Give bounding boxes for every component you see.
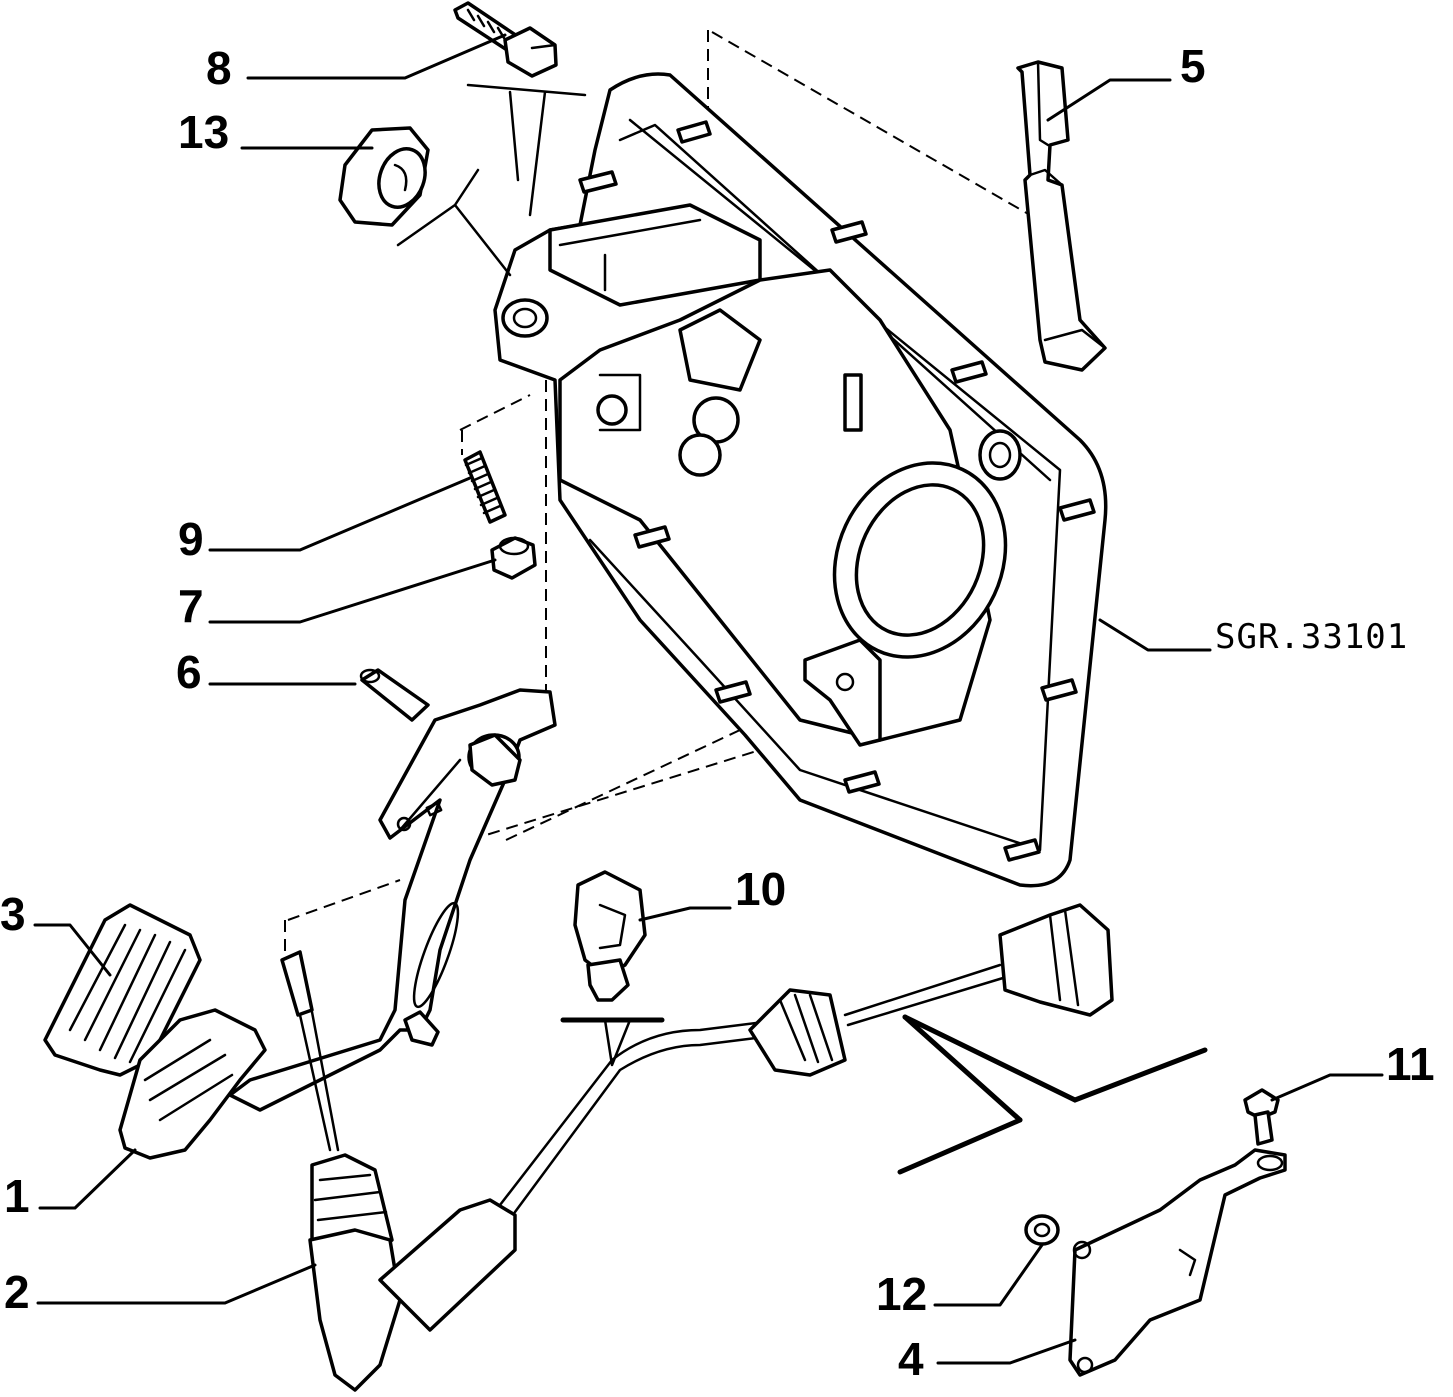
callout-6: 6: [176, 646, 202, 698]
pedal-arm: [228, 688, 557, 1112]
mounting-bracket-icon: [1068, 1148, 1287, 1377]
pedal-switch-icon: [1016, 60, 1107, 372]
pedal-pad-cover-icon: [43, 903, 202, 1077]
pedal-support-bracket: [493, 72, 1108, 888]
callout-2: 2: [4, 1266, 30, 1318]
callout-4: 4: [898, 1333, 924, 1385]
callout-3: 3: [0, 888, 26, 940]
washer-icon: [1024, 1214, 1060, 1246]
reference-code: SGR.33101: [1215, 617, 1408, 657]
return-spring-icon: [463, 450, 507, 524]
bushing-icon: [490, 536, 537, 580]
callout-12: 12: [876, 1268, 927, 1320]
cable-clip-icon: [573, 870, 647, 1002]
bolt-icon: [453, 1, 558, 78]
callout-1: 1: [4, 1170, 30, 1222]
pedal-pad-icon: [118, 1008, 267, 1160]
callout-8: 8: [206, 42, 232, 94]
pivot-pin-icon: [359, 668, 430, 722]
callout-13: 13: [178, 106, 229, 158]
callout-7: 7: [178, 580, 204, 632]
cable-assembly: [498, 903, 1114, 1214]
leader-lines: [33, 33, 1384, 1365]
nut-icon: [338, 126, 430, 227]
reference-marks: [560, 1014, 1208, 1175]
callout-5: 5: [1180, 40, 1206, 92]
callout-9: 9: [178, 513, 204, 565]
nut-13-guide: [396, 168, 512, 277]
callout-10: 10: [735, 863, 786, 915]
callout-labels: 8 13 5 9 7 6 3 1 2 10 11 12 4 SGR.33101: [0, 40, 1435, 1385]
master-cylinder-icon: [280, 950, 517, 1392]
callout-11: 11: [1386, 1038, 1435, 1090]
small-bolt-icon: [1243, 1088, 1280, 1146]
bolt-8-guide: [466, 83, 587, 217]
